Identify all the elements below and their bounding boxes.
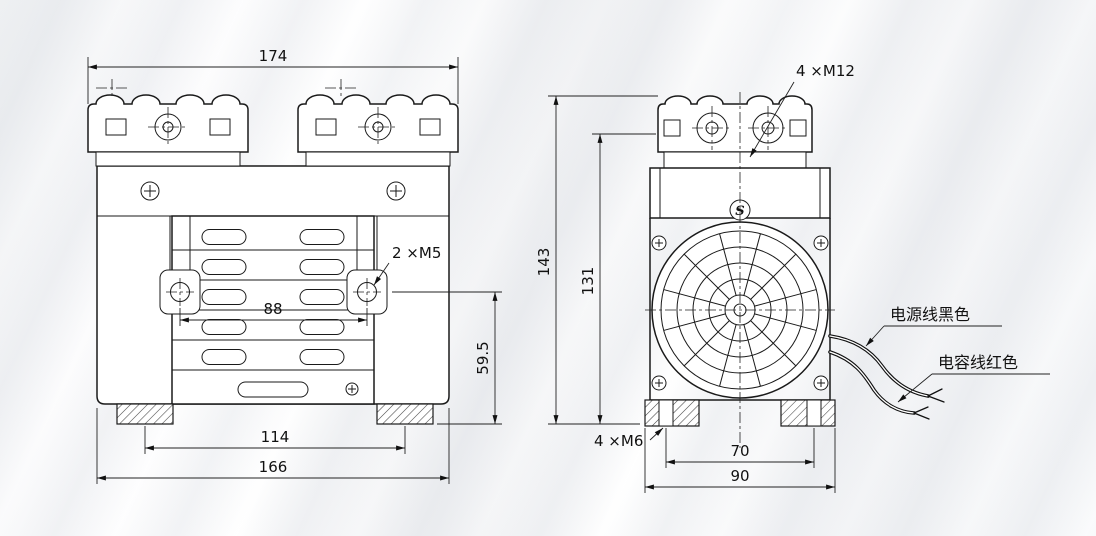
dim-body-height-label: 131 [579, 267, 597, 296]
foot-left [116, 403, 174, 425]
right-view: S [535, 62, 1050, 493]
cylinder-head-right [297, 94, 459, 167]
vent-slots [201, 229, 345, 398]
dim-base-width-label: 166 [259, 458, 288, 476]
dim-overall-width: 174 [87, 47, 459, 104]
thread-callout-m12: 4 ×M12 [796, 62, 855, 80]
capacitor-wire-callout: 电容线红色 [897, 353, 1050, 403]
port-centre-marks [96, 79, 359, 97]
dim-foot-hole-pitch: 70 [665, 428, 815, 468]
dim-overall-width-label: 174 [259, 47, 288, 65]
dim-foot-width: 90 [644, 428, 836, 493]
thread-callout-m5: 2 ×M5 [392, 244, 441, 262]
crankcase [171, 215, 375, 405]
foot-left-end [644, 399, 700, 427]
dim-body-height: 131 [579, 133, 656, 424]
dim-overall-height-label: 143 [535, 248, 553, 277]
thread-callout-m6: 4 ×M6 [594, 432, 643, 450]
centrelines [645, 92, 835, 448]
frame-screws [140, 181, 406, 201]
thread-callout-m6-group: 4 ×M6 [594, 427, 664, 450]
dim-foot-hole-pitch-label: 70 [730, 442, 749, 460]
dim-hole-height: 59.5 [392, 291, 502, 425]
dim-hole-height-label: 59.5 [474, 341, 492, 374]
dim-base-width: 166 [96, 408, 450, 484]
power-wire-label: 电源线黑色 [890, 305, 970, 324]
thread-callout-m5-group: 2 ×M5 [373, 244, 441, 286]
dim-hole-pitch: 88 [179, 300, 368, 326]
cylinder-head-end [657, 95, 813, 169]
fan-grille-spokes [663, 233, 817, 387]
power-wires [828, 334, 945, 420]
thread-callout-m12-group: 4 ×M12 [749, 62, 855, 158]
cylinder-head-left [87, 94, 249, 167]
dim-foot-pitch-label: 114 [261, 428, 290, 446]
capacitor-wire-label: 电容线红色 [938, 353, 1018, 372]
power-wire-callout: 电源线黑色 [865, 305, 1002, 347]
left-view: 174 2 ×M5 88 59.5 114 [87, 47, 502, 484]
dim-overall-height: 143 [535, 95, 658, 425]
dim-foot-width-label: 90 [730, 467, 749, 485]
dim-hole-pitch-label: 88 [263, 300, 282, 318]
dim-foot-pitch: 114 [144, 426, 406, 454]
housing-screws [651, 235, 829, 391]
foot-right [376, 403, 434, 425]
foot-right-end [780, 399, 836, 427]
brand-mark: S [735, 204, 744, 219]
